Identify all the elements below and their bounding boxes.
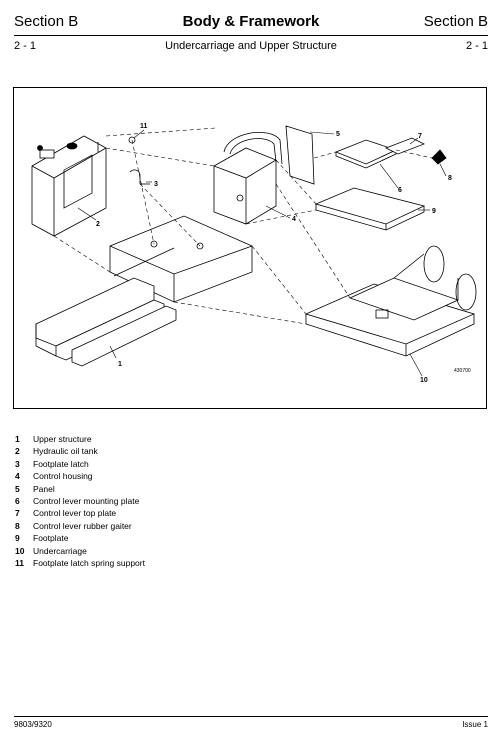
legend-item-number: 6 [15, 495, 20, 506]
legend-item: 1 Upper structure [15, 434, 475, 446]
legend-item: 3 Footplate latch [15, 459, 475, 471]
legend-item-label: Undercarriage [33, 545, 87, 556]
legend-item-label: Hydraulic oil tank [33, 446, 98, 457]
legend-item-number: 5 [15, 483, 20, 494]
upper-structure-drawing [35, 215, 253, 367]
callout-6: 6 [398, 187, 402, 194]
control-housing-drawing [213, 132, 283, 225]
undercarriage-drawing [304, 245, 477, 357]
callout-9: 9 [432, 208, 436, 215]
footer-rule [14, 716, 488, 717]
callout-5: 5 [336, 131, 340, 138]
legend-item-label: Footplate latch spring support [33, 557, 145, 568]
exploded-diagram: 1 2 3 4 5 6 7 8 9 10 11 430700 [13, 87, 487, 409]
legend-item: 8 Control lever rubber gaiter [15, 521, 475, 533]
document-number: 9803/9320 [14, 720, 52, 729]
page-number-right: 2 - 1 [465, 40, 488, 52]
footplate-drawing [314, 187, 426, 231]
legend-item: 10 Undercarriage [15, 546, 475, 558]
legend-item-number: 4 [15, 471, 20, 482]
legend-item: 9 Footplate [15, 533, 475, 545]
section-label-right: Section B [423, 13, 488, 30]
legend-item: 7 Control lever top plate [15, 508, 475, 520]
legend-item-number: 2 [15, 446, 20, 457]
callout-3: 3 [154, 181, 158, 188]
legend-item: 5 Panel [15, 484, 475, 496]
callout-1: 1 [118, 361, 122, 368]
callout-8: 8 [448, 175, 452, 182]
control-plates-drawing [334, 137, 447, 169]
legend-item-label: Control lever mounting plate [33, 495, 140, 506]
legend-item-label: Control housing [33, 471, 93, 482]
legend-item: 4 Control housing [15, 471, 475, 483]
callout-11: 11 [140, 123, 148, 130]
legend-item-number: 9 [15, 533, 20, 544]
page-header: Section B Body & Framework Section B [14, 13, 488, 33]
legend-item-number: 11 [15, 557, 24, 568]
legend-item-label: Upper structure [33, 434, 92, 444]
legend-item-label: Footplate latch [33, 458, 89, 469]
header-rule [14, 35, 488, 36]
page-number-left: 2 - 1 [14, 40, 37, 52]
legend-item-label: Control lever rubber gaiter [33, 520, 132, 531]
legend-item: 6 Control lever mounting plate [15, 496, 475, 508]
figure-number: 430700 [454, 368, 471, 374]
callout-7: 7 [418, 133, 422, 140]
hydraulic-oil-tank-drawing [31, 135, 107, 237]
issue-label: Issue 1 [462, 720, 488, 729]
assembly-lines [53, 127, 433, 325]
latch-parts-drawing [128, 136, 150, 185]
legend-item-label: Footplate [33, 533, 69, 544]
diagram-drawing: 1 2 3 4 5 6 7 8 9 10 11 430700 [31, 123, 477, 384]
callout-10: 10 [420, 377, 428, 384]
legend-item: 11 Footplate latch spring support [15, 558, 475, 570]
legend-item-number: 7 [15, 508, 20, 519]
legend-item-number: 10 [15, 545, 25, 556]
page-subheader: 2 - 1 Undercarriage and Upper Structure … [14, 40, 488, 54]
legend-item-number: 3 [15, 458, 20, 469]
legend-item-number: 8 [15, 520, 20, 531]
page-title: Body & Framework [182, 13, 320, 30]
leader-lines [77, 129, 447, 377]
legend-item-label: Panel [33, 483, 55, 494]
page-subtitle: Undercarriage and Upper Structure [165, 40, 337, 52]
callout-2: 2 [96, 221, 100, 228]
callout-4: 4 [292, 216, 296, 223]
section-label-left: Section B [14, 13, 79, 30]
legend-item-label: Control lever top plate [33, 508, 117, 519]
legend-item-number: 1 [15, 434, 20, 444]
legend-item: 2 Hydraulic oil tank [15, 446, 475, 458]
panel-drawing [285, 125, 315, 185]
